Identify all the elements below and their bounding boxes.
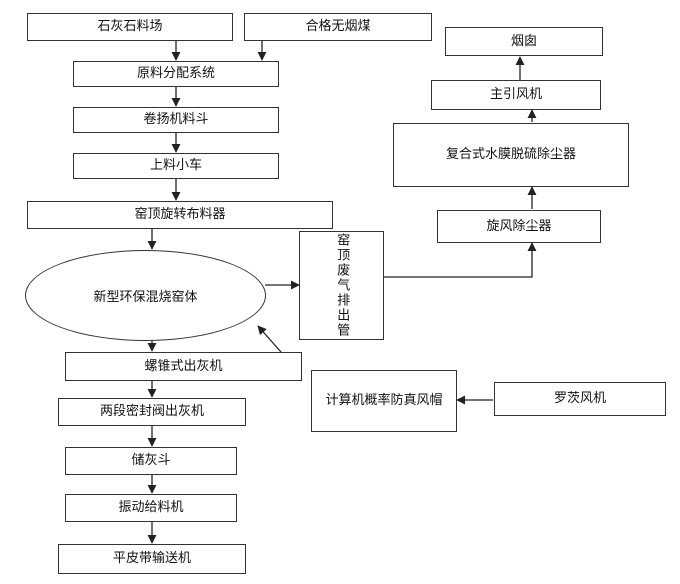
flat-belt-conveyor-box: 平皮带输送机 xyxy=(58,544,246,574)
top-exhaust-pipe-label: 窑顶废气排出管 xyxy=(334,233,350,338)
limestone-yard-box: 石灰石料场 xyxy=(27,13,233,41)
raw-material-distribution-box: 原料分配系统 xyxy=(73,61,279,87)
main-induced-fan-box: 主引风机 xyxy=(431,80,601,110)
hoist-hopper-box: 卷扬机料斗 xyxy=(73,107,279,133)
two-stage-valve-discharger-box: 两段密封阀出灰机 xyxy=(58,398,246,426)
vibrating-feeder-box: 振动给料机 xyxy=(65,494,237,522)
arrow-exhaust-to-cyclone xyxy=(384,242,537,278)
probabilistic-windcap-box: 计算机概率防真风帽 xyxy=(311,370,457,432)
top-exhaust-pipe-box: 窑顶废气排出管 xyxy=(299,231,384,340)
charging-car-box: 上料小车 xyxy=(73,153,279,179)
top-rotary-distributor-box: 窑顶旋转布料器 xyxy=(27,201,333,229)
roots-blower-box: 罗茨风机 xyxy=(494,382,666,416)
screw-ash-discharger-box: 螺锥式出灰机 xyxy=(65,352,302,381)
ash-hopper-box: 储灰斗 xyxy=(65,447,237,475)
kiln-body-ellipse: 新型环保混烧窑体 xyxy=(25,250,266,341)
wet-membrane-scrubber-box: 复合式水膜脱硫除尘器 xyxy=(393,123,629,187)
smokeless-coal-box: 合格无烟煤 xyxy=(244,13,432,41)
cyclone-collector-box: 旋风除尘器 xyxy=(437,210,601,243)
chimney-box: 烟囱 xyxy=(445,27,603,56)
